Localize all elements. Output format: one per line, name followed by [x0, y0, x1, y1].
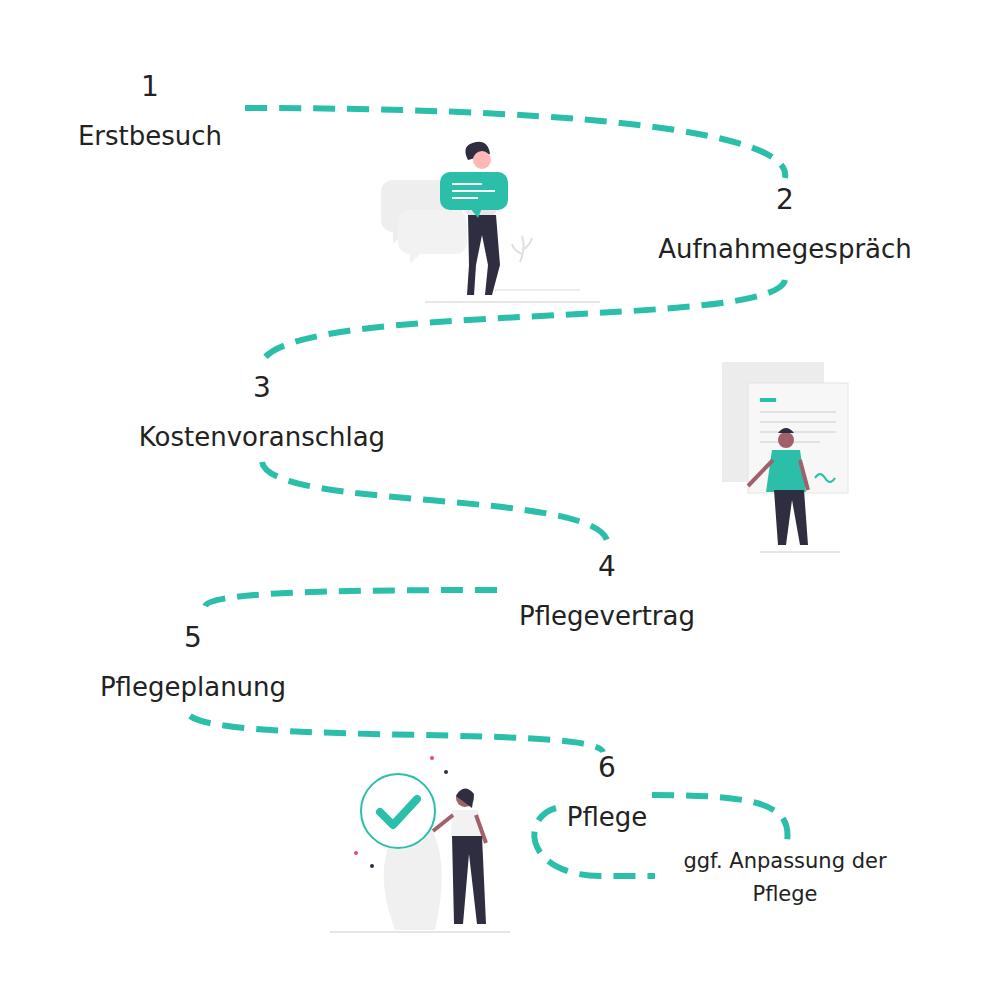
step-number: 1 [141, 70, 159, 104]
step-number: 4 [598, 550, 616, 584]
step-number: 3 [253, 371, 271, 405]
step-number: 5 [184, 621, 202, 655]
step-label: Erstbesuch [78, 121, 222, 152]
check-figure [330, 756, 510, 932]
step-label: Kostenvoranschlag [139, 422, 385, 453]
step-number: 2 [776, 183, 794, 217]
note-label: ggf. Anpassung der Pflege [683, 845, 888, 911]
step-label: Pflegeplanung [100, 672, 286, 703]
speech-figure [381, 142, 600, 302]
step-label: Aufnahmegespräch [658, 234, 912, 265]
step-label: Pflege [567, 802, 648, 833]
document-figure [722, 362, 848, 552]
step-number: 6 [598, 751, 616, 785]
step-label: Pflegevertrag [519, 601, 695, 632]
dashed-path [190, 108, 787, 876]
